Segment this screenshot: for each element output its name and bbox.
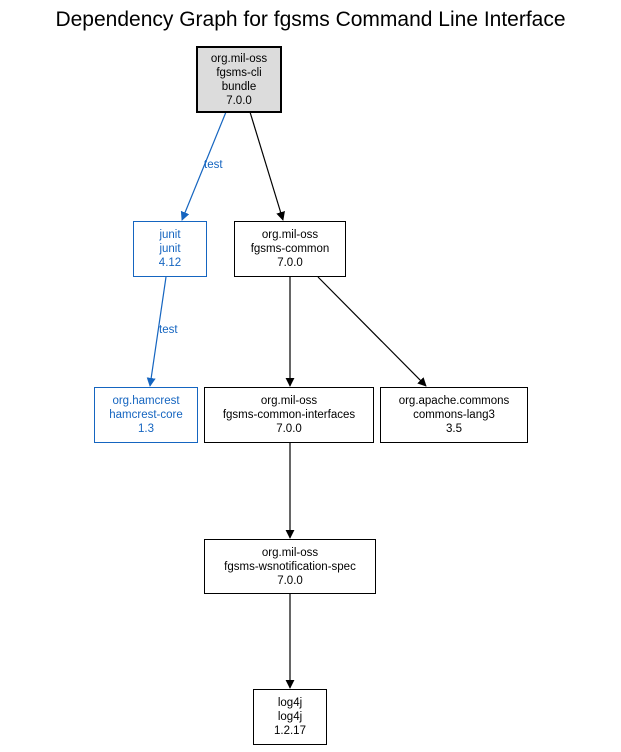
node-group: junit — [159, 229, 181, 241]
node-group: org.mil-oss — [210, 52, 268, 65]
node-artifact: commons-lang3 — [413, 409, 495, 421]
node-version: 3.5 — [446, 423, 462, 435]
node-artifact: fgsms-cli — [216, 66, 262, 79]
node-junit[interactable]: junit junit 4.12 — [133, 221, 207, 277]
edge-fgsms-common-to-commons-lang3 — [317, 276, 427, 387]
node-packaging: bundle — [221, 80, 257, 93]
edge-label-test-hamcrest: test — [159, 324, 178, 336]
edge-junit-to-hamcrest-core — [146, 276, 167, 387]
node-hamcrest-core[interactable]: org.hamcrest hamcrest-core 1.3 — [94, 387, 198, 443]
node-artifact: junit — [159, 243, 181, 255]
node-fgsms-common-interfaces[interactable]: org.mil-oss fgsms-common-interfaces 7.0.… — [204, 387, 374, 443]
node-artifact: fgsms-common — [250, 243, 330, 255]
node-group: org.hamcrest — [112, 395, 180, 407]
node-artifact: log4j — [277, 711, 303, 723]
node-fgsms-common[interactable]: org.mil-oss fgsms-common 7.0.0 — [234, 221, 346, 277]
node-group: org.mil-oss — [261, 546, 319, 559]
edge-fgsms-cli-to-fgsms-common — [249, 111, 285, 221]
node-version: 7.0.0 — [226, 94, 252, 107]
node-version: 4.12 — [158, 257, 182, 269]
node-group: org.apache.commons — [398, 395, 510, 407]
node-commons-lang3[interactable]: org.apache.commons commons-lang3 3.5 — [380, 387, 528, 443]
edge-fgsms-cli-to-junit — [180, 111, 227, 221]
node-version: 7.0.0 — [276, 423, 302, 435]
node-fgsms-cli[interactable]: org.mil-oss fgsms-cli bundle 7.0.0 — [196, 46, 282, 113]
edge-label-test-junit: test — [204, 159, 223, 171]
node-artifact: hamcrest-core — [109, 409, 183, 421]
node-version: 7.0.0 — [277, 257, 303, 269]
node-artifact: fgsms-common-interfaces — [222, 409, 356, 421]
node-group: org.mil-oss — [261, 229, 319, 241]
node-fgsms-wsnotification-spec[interactable]: org.mil-oss fgsms-wsnotification-spec 7.… — [204, 539, 376, 594]
node-log4j[interactable]: log4j log4j 1.2.17 — [253, 689, 327, 745]
node-version: 1.3 — [138, 423, 154, 435]
diagram-title: Dependency Graph for fgsms Command Line … — [55, 8, 566, 31]
node-version: 1.2.17 — [274, 725, 306, 737]
node-artifact: fgsms-wsnotification-spec — [224, 560, 356, 573]
node-group: log4j — [277, 697, 303, 709]
node-group: org.mil-oss — [260, 395, 318, 407]
node-version: 7.0.0 — [277, 574, 303, 587]
